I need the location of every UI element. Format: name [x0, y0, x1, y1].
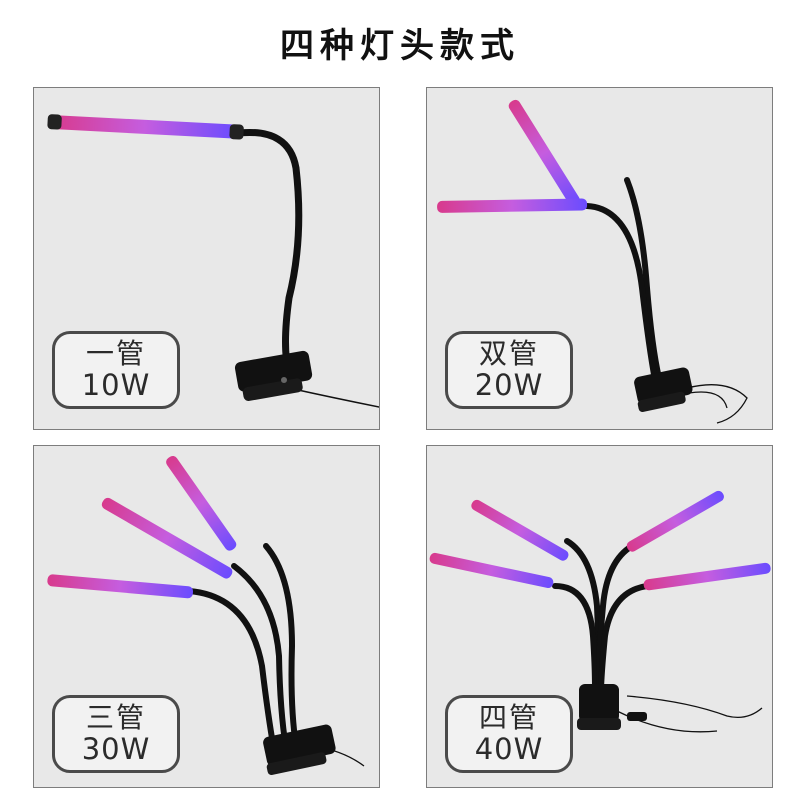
product-panel-three-heads[interactable]: 三管 30W: [33, 445, 380, 788]
panel-label: 双管 20W: [445, 331, 573, 409]
lamp-head-3: [47, 574, 194, 599]
page-title: 四种灯头款式: [280, 26, 520, 66]
lamp-head-1: [47, 114, 244, 140]
lamp-illustration: [47, 114, 379, 408]
clamp-base: [577, 684, 621, 730]
clamp-base: [634, 367, 693, 412]
wattage-label: 20W: [474, 368, 544, 402]
lamp-head-1: [471, 499, 569, 561]
wattage-label: 10W: [81, 368, 151, 402]
panel-label: 四管 40W: [445, 695, 573, 773]
clamp-base: [263, 724, 336, 775]
head-count-label: 三管: [85, 701, 146, 734]
head-count-label: 一管: [85, 337, 146, 370]
lamp-head-2: [437, 198, 588, 213]
lamp-illustration: [47, 455, 365, 775]
lamp-head-2: [429, 552, 554, 589]
panel-label: 一管 10W: [52, 331, 180, 409]
wattage-label: 40W: [474, 732, 544, 766]
head-count-label: 双管: [478, 337, 539, 370]
head-count-label: 四管: [478, 701, 539, 734]
lamp-head-1: [508, 99, 580, 206]
lamp-illustration: [437, 99, 748, 424]
panel-label: 三管 30W: [52, 695, 180, 773]
lamp-head-2: [101, 497, 233, 579]
product-panel-one-head[interactable]: 一管 10W: [33, 87, 380, 430]
lamp-head-4: [643, 562, 771, 591]
clamp-base: [234, 350, 313, 401]
wattage-label: 30W: [81, 732, 151, 766]
lamp-head-1: [166, 455, 237, 551]
lamp-illustration: [429, 490, 771, 733]
product-panel-two-heads[interactable]: 双管 20W: [426, 87, 773, 430]
product-panel-four-heads[interactable]: 四管 40W: [426, 445, 773, 788]
lamp-head-3: [626, 490, 724, 552]
